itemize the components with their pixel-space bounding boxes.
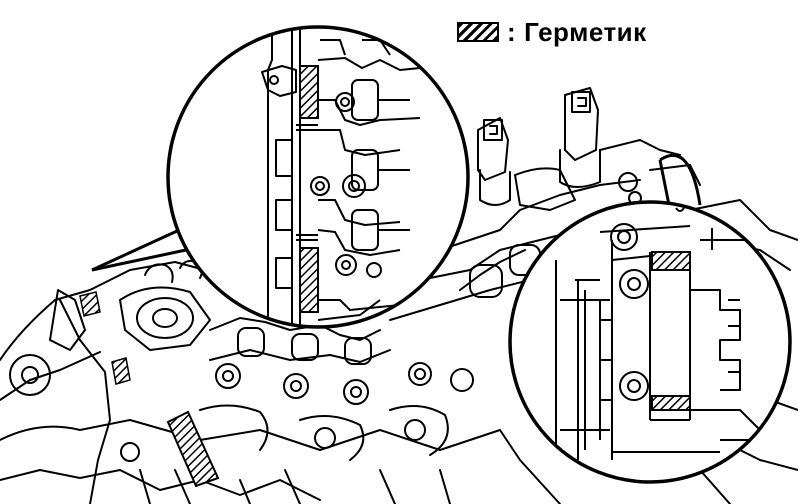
legend: : Герметик	[457, 14, 647, 50]
detail-callout-right	[508, 153, 792, 484]
engine-body	[0, 87, 798, 504]
sealant-strip-lower	[299, 247, 319, 313]
legend-label: Герметик	[524, 16, 647, 47]
sealant-area-mid	[111, 357, 131, 385]
sealant-strip-upper	[299, 65, 319, 119]
detail-callout-left	[91, 25, 470, 329]
hatched-rectangle-icon	[457, 22, 499, 42]
sealant-strip-top	[651, 251, 691, 271]
legend-separator: :	[507, 16, 517, 47]
sealant-strip-bottom	[651, 395, 691, 411]
sealant-area-top	[79, 291, 101, 317]
sealant-area-timing-cover	[166, 410, 220, 488]
